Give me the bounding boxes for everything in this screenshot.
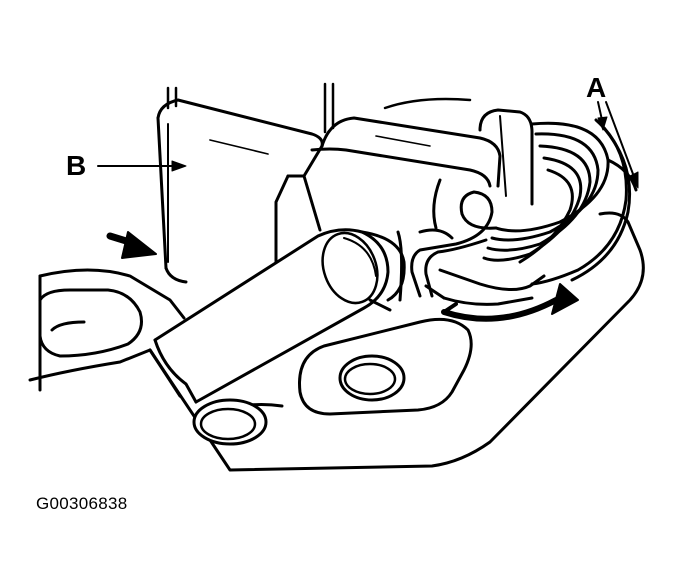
callout-b-leader bbox=[97, 160, 187, 172]
clevis-block bbox=[302, 116, 502, 302]
hinge-arm-rod bbox=[153, 228, 406, 404]
callout-label-a: A bbox=[586, 72, 607, 103]
callout-label-b: B bbox=[66, 150, 87, 181]
base-plate bbox=[148, 211, 645, 472]
spring-tab bbox=[424, 108, 546, 306]
figure-id: G00306838 bbox=[36, 494, 128, 513]
pointer-arrow-icon bbox=[106, 231, 157, 259]
hinge-block-b bbox=[156, 98, 324, 284]
callout-a-leader bbox=[597, 101, 639, 189]
rotation-arrow-icon bbox=[441, 283, 579, 322]
left-bracket bbox=[28, 268, 186, 392]
coil-spring-a bbox=[410, 118, 638, 298]
